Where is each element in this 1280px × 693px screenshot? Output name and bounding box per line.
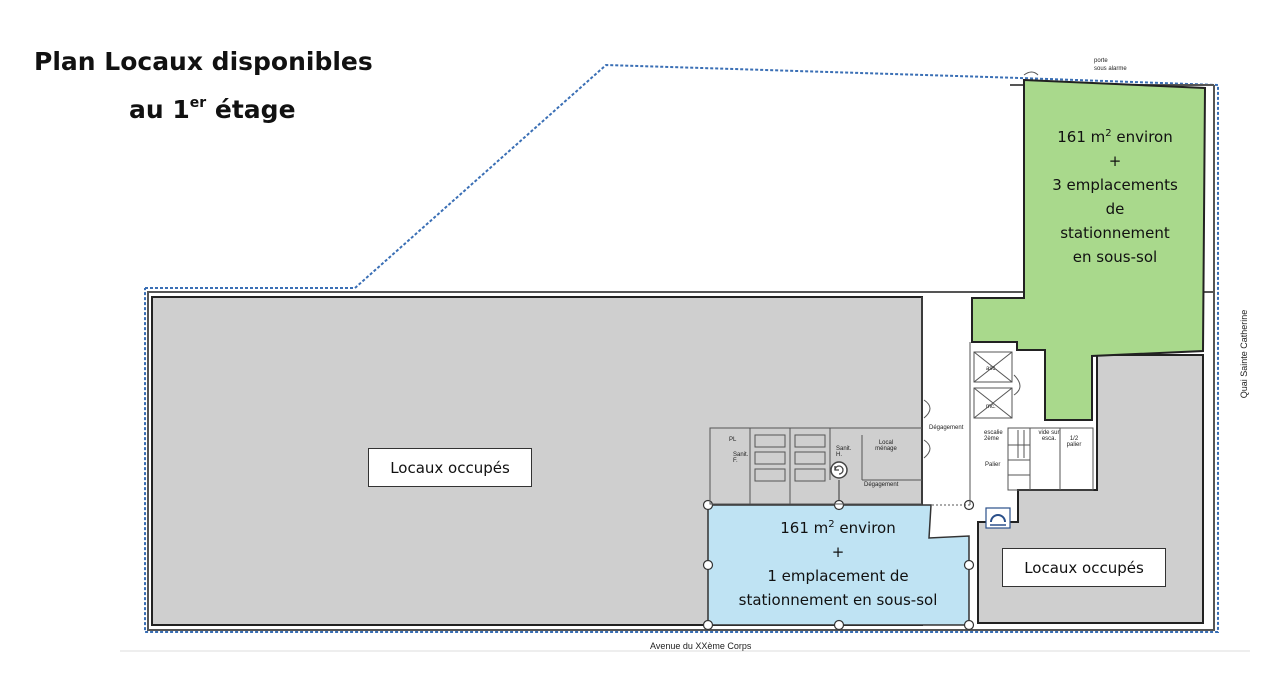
plan-title-line1: Plan Locaux disponibles [34,47,373,76]
blue-area-text: 161 m2 environ + 1 emplacement de statio… [712,513,964,612]
green-area-line-4: en sous-sol [1072,248,1158,266]
palier-label: Palier [985,462,1001,468]
selection-handles [702,499,975,631]
green-area-size: 161 m2 environ [1057,128,1173,146]
street-label-bottom: Avenue du XXème Corps [650,641,752,651]
green-area-line-3: stationnement [1060,224,1170,242]
blue-area-plus: + [831,543,845,561]
title-line2-sup: er [189,94,207,111]
demi-palier-label: 1/2 palier [1066,436,1082,448]
vide-label: vide sur esca. [1038,430,1060,442]
escalier-label: escalie 2ème [984,430,1003,442]
occupied-label-left: Locaux occupés [368,448,532,487]
green-area-text: 161 m2 environ + 3 emplacements de stati… [1030,122,1200,269]
site-outline [144,63,1219,633]
title-line2-prefix: au 1 [129,95,190,124]
available-area-green [971,78,1207,421]
pl-label: PL [729,437,737,443]
title-line2-suffix: étage [206,95,296,124]
sanit-f-label: Sanit. F. [733,452,749,464]
blue-area-size: 161 m2 environ [780,519,896,537]
occupied-label-right: Locaux occupés [1002,548,1166,587]
emergency-exit-icon [985,507,1011,529]
local-menage-label: Local ménage [875,440,897,452]
sous-alarme-label: sous alarme [1094,66,1127,72]
degagement-label-2: Dégagement [929,425,964,431]
green-area-line-2: de [1105,200,1125,218]
corridor-structure [921,71,1094,506]
rotate-handle-icon [830,461,848,479]
sanit-h-label: Sanit. H. [836,446,852,458]
green-area-plus: + [1108,152,1122,170]
degagement-label-1: Dégagement [864,482,899,488]
street-label-right: Quai Sainte Catherine [1239,309,1249,399]
plan-title-line2: au 1er étage [129,95,296,124]
blue-area-line-2: stationnement en sous-sol [738,591,938,609]
mc-label: mc. [986,404,996,410]
blue-area-line-1: 1 emplacement de [767,567,909,585]
asc-label: asc. [986,366,998,372]
sanitary-block [709,427,923,505]
green-area-line-1: 3 emplacements [1052,176,1178,194]
porte-label: porte [1094,58,1108,64]
